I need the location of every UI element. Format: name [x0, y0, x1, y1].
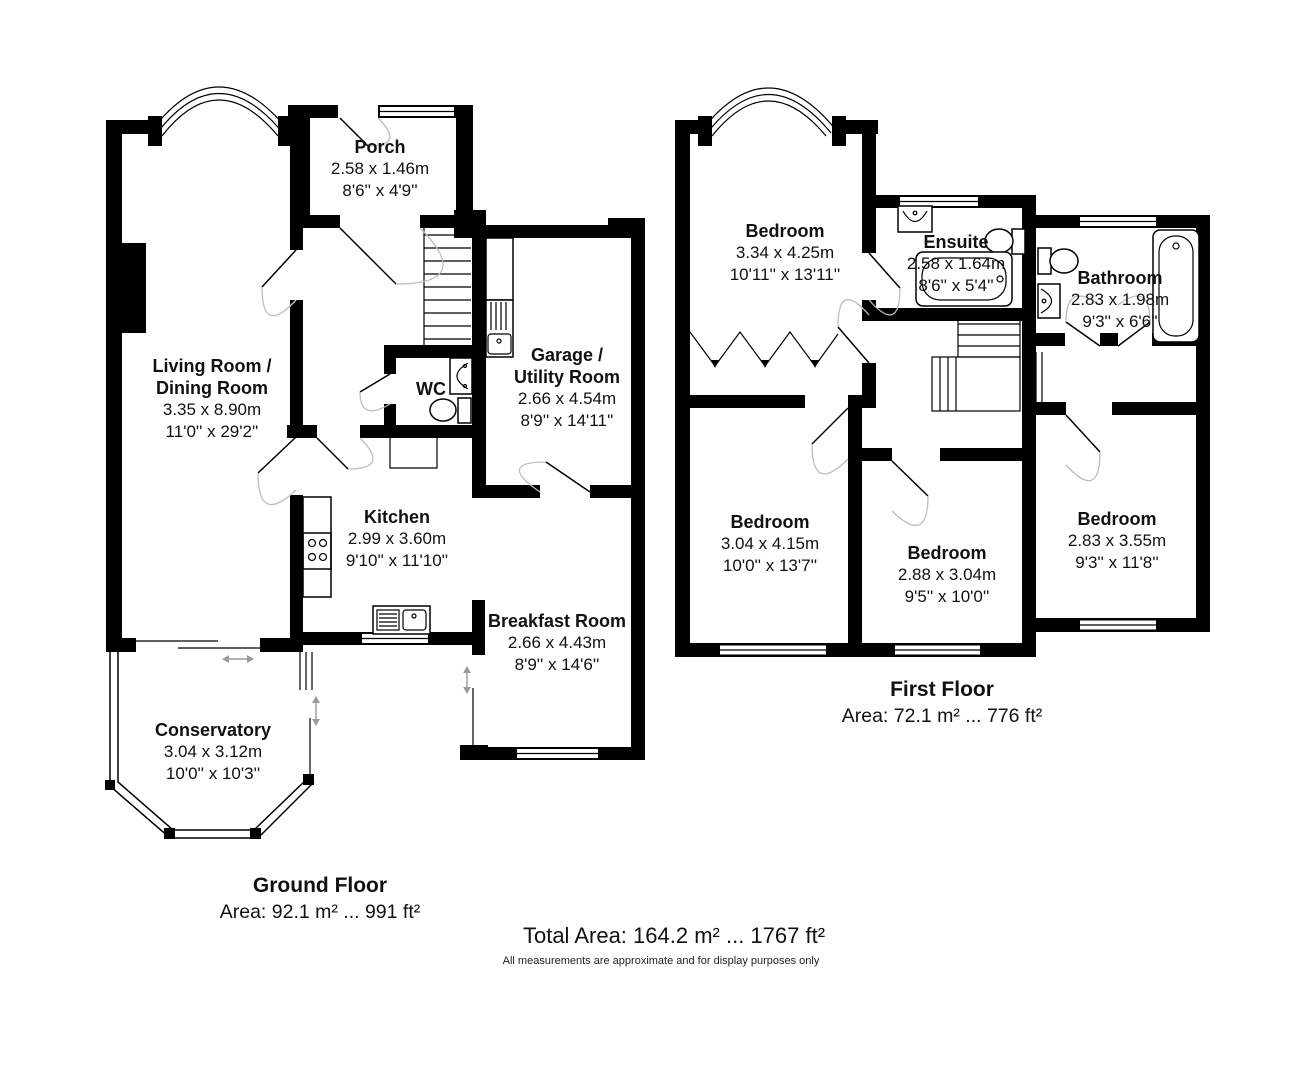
room-label-living-dining: Living Room / Dining Room 3.35 x 8.90m 1… [137, 355, 287, 443]
first-floor-windows [720, 197, 1156, 655]
wc-toilet-icon [429, 397, 472, 424]
room-label-wc: WC [371, 378, 491, 400]
sliding-door-icon [136, 640, 260, 649]
ground-floor-title: Ground Floor Area: 92.1 m² ... 991 ft² [220, 873, 421, 925]
room-dimensions-metric: 3.34 x 4.25m [735, 243, 835, 262]
room-dimensions-imperial: 9'10'' x 11'10'' [345, 551, 449, 570]
room-name: WC [416, 379, 446, 399]
bay-window-arch-icon [701, 87, 837, 137]
room-dimensions-imperial: 9'5'' x 10'0'' [904, 587, 990, 606]
total-area-text: Total Area: 164.2 m² ... 1767 ft² [522, 923, 826, 948]
room-dimensions-metric: 2.58 x 1.46m [330, 159, 430, 178]
room-dimensions-metric: 2.88 x 3.04m [897, 565, 997, 584]
room-dimensions-imperial: 9'3'' x 6'6'' [1082, 312, 1158, 331]
floor-area: Area: 92.1 m² ... 991 ft² [219, 901, 421, 923]
ground-floor-doors [257, 117, 591, 506]
room-dimensions-imperial: 11'0'' x 29'2'' [165, 422, 259, 441]
first-floor-title: First Floor Area: 72.1 m² ... 776 ft² [842, 677, 1043, 729]
floor-area: Area: 72.1 m² ... 776 ft² [841, 705, 1043, 727]
room-dimensions-imperial: 8'6'' x 4'9'' [342, 181, 418, 200]
room-name: Living Room / Dining Room [152, 356, 272, 398]
first-floor-plan [675, 87, 1210, 657]
ensuite-sink-icon [897, 205, 933, 233]
room-label-ensuite: Ensuite 2.58 x 1.64m 8'6'' x 5'4'' [846, 231, 1066, 297]
room-name: Kitchen [363, 507, 430, 527]
room-dimensions-imperial: 10'11'' x 13'11'' [729, 265, 841, 284]
room-dimensions-imperial: 10'0'' x 10'3'' [165, 764, 261, 783]
bathroom-sink-icon [1037, 283, 1061, 319]
room-label-bedroom-3: Bedroom 2.88 x 3.04m 9'5'' x 10'0'' [837, 542, 1057, 608]
room-dimensions-metric: 2.83 x 1.98m [1070, 290, 1170, 309]
room-dimensions-imperial: 10'0'' x 13'7'' [722, 556, 818, 575]
room-dimensions-imperial: 8'6'' x 5'4'' [918, 276, 994, 295]
bathroom-toilet-icon [1037, 247, 1079, 275]
room-name: Bedroom [745, 221, 825, 241]
room-name: Porch [354, 137, 406, 157]
kitchen-counter-hob-icon [302, 438, 438, 598]
first-floor-doors [811, 252, 1151, 526]
floor-name: First Floor [890, 678, 994, 701]
ground-floor-plan [105, 86, 645, 839]
room-dimensions-imperial: 8'9'' x 14'11'' [520, 411, 614, 430]
room-dimensions-metric: 2.99 x 3.60m [347, 529, 447, 548]
slide-arrow-horizontal-icon [222, 655, 254, 663]
room-dimensions-metric: 3.35 x 8.90m [162, 400, 262, 419]
kitchen-sink-icon [372, 605, 431, 635]
ensuite-toilet-icon [984, 228, 1026, 255]
room-name: Bedroom [907, 543, 987, 563]
room-label-conservatory: Conservatory 3.04 x 3.12m 10'0'' x 10'3'… [103, 719, 323, 785]
room-name: Bedroom [1077, 509, 1157, 529]
conservatory-glazing [105, 652, 474, 839]
room-label-bedroom-2: Bedroom 3.04 x 4.15m 10'0'' x 13'7'' [660, 511, 880, 577]
room-name: Bedroom [730, 512, 810, 532]
room-name: Breakfast Room [487, 611, 627, 631]
room-label-porch: Porch 2.58 x 1.46m 8'6'' x 4'9'' [270, 136, 490, 202]
wardrobe-zigzag-icon [680, 319, 839, 368]
ensuite-bath-icon [915, 251, 1013, 307]
ground-floor-walls [106, 105, 645, 760]
slide-arrow-vertical-icon [312, 666, 471, 726]
room-label-breakfast-room: Breakfast Room 2.66 x 4.43m 8'9'' x 14'6… [447, 610, 667, 676]
room-dimensions-metric: 2.58 x 1.64m [906, 254, 1006, 273]
room-dimensions-metric: 2.83 x 3.55m [1067, 531, 1167, 550]
room-dimensions-metric: 2.66 x 4.43m [507, 633, 607, 652]
bathroom-bath-icon [1152, 229, 1200, 343]
room-label-bathroom: Bathroom 2.83 x 1.98m 9'3'' x 6'6'' [1010, 267, 1230, 333]
room-name: Bathroom [1077, 268, 1163, 288]
ground-floor-windows [362, 107, 598, 758]
room-dimensions-imperial: 9'3'' x 11'8'' [1075, 553, 1159, 572]
room-label-garage-utility: Garage / Utility Room 2.66 x 4.54m 8'9''… [507, 344, 627, 432]
room-dimensions-metric: 3.04 x 4.15m [720, 534, 820, 553]
room-name: Conservatory [154, 720, 272, 740]
room-dimensions-metric: 3.04 x 3.12m [163, 742, 263, 761]
room-label-bedroom-4: Bedroom 2.83 x 3.55m 9'3'' x 11'8'' [1007, 508, 1227, 574]
room-name: Garage / Utility Room [514, 345, 620, 387]
bay-window-arch-icon [151, 86, 289, 137]
disclaimer-text: All measurements are approximate and for… [502, 955, 820, 967]
room-dimensions-metric: 2.66 x 4.54m [517, 389, 617, 408]
wc-sink-icon [449, 357, 473, 395]
room-dimensions-imperial: 8'9'' x 14'6'' [514, 655, 600, 674]
room-label-bedroom-1: Bedroom 3.34 x 4.25m 10'11'' x 13'11'' [675, 220, 895, 286]
first-floor-stairs-icon [931, 312, 1043, 412]
room-label-kitchen: Kitchen 2.99 x 3.60m 9'10'' x 11'10'' [287, 506, 507, 572]
floor-name: Ground Floor [252, 874, 388, 897]
garage-sink-icon [485, 237, 514, 358]
room-name: Ensuite [923, 232, 989, 252]
stairs-icon [423, 215, 471, 345]
